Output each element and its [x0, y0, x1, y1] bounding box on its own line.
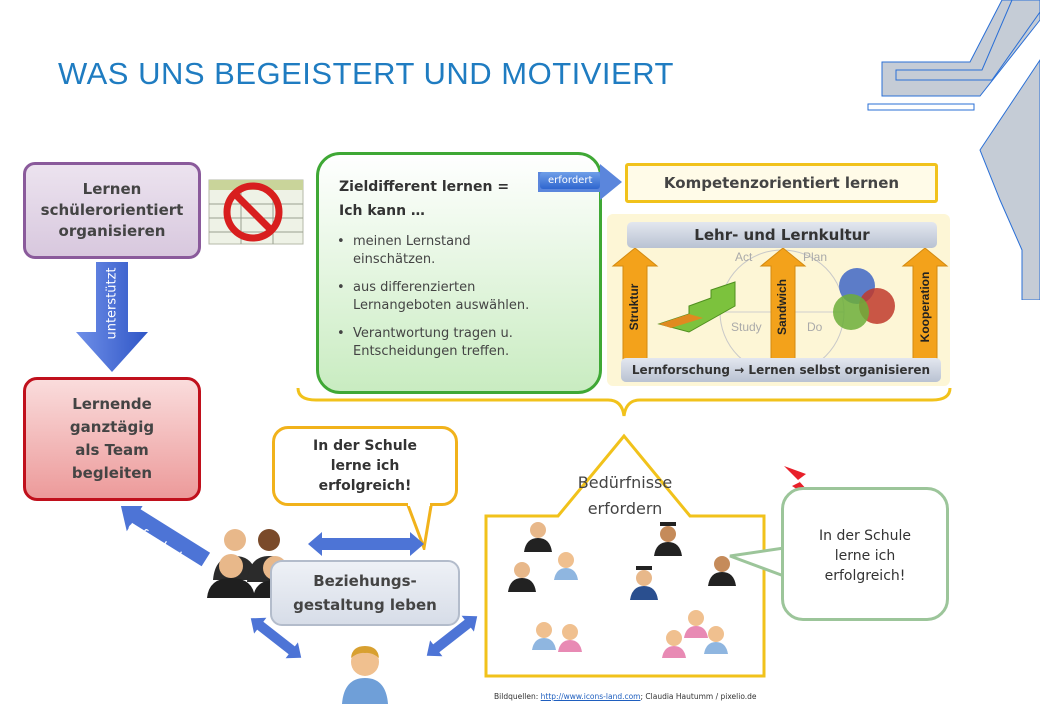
line: Lernen: [82, 180, 142, 198]
line: erfolgreich!: [824, 568, 906, 584]
page-title: WAS UNS BEGEISTERT UND MOTIVIERT: [58, 56, 674, 91]
cycle-plan: Plan: [803, 250, 828, 264]
pillar-sandwich: Sandwich: [775, 279, 789, 336]
box-lernen-schuelerorientiert: Lernen schülerorientiert organisieren: [23, 162, 201, 259]
line: als Team: [75, 441, 149, 459]
house-label: Bedürfnisse erfordern: [560, 470, 690, 522]
double-arrow-horizontal: [308, 532, 424, 556]
line: lerne ich: [330, 458, 400, 474]
line: gestaltung leben: [293, 596, 437, 614]
lernforschung-bar: Lernforschung → Lernen selbst organisier…: [621, 358, 941, 382]
caption-link[interactable]: http://www.icons-land.com: [540, 692, 641, 701]
logo-icon: [867, 0, 1040, 300]
bubble-yellow-tail: [404, 500, 434, 550]
box-beziehungsgestaltung: Beziehungs- gestaltung leben: [270, 560, 460, 626]
double-arrow-left-diagonal: [250, 617, 302, 659]
line: In der Schule: [819, 528, 911, 544]
no-sign-icon: [208, 179, 304, 245]
line: erfordern: [587, 499, 663, 518]
label-unterstuetzt: unterstützt: [104, 267, 120, 340]
line: lerne ich: [834, 548, 896, 564]
label-erfordert-top: erfordert: [540, 172, 601, 189]
house-outline: [484, 433, 766, 678]
box-kompetenzorientiert: Kompetenzorientiert lernen: [625, 163, 938, 203]
zieldifferent-heading: Zieldifferent lernen = Ich kann …: [339, 175, 509, 223]
line: organisieren: [58, 222, 166, 240]
user-icon: [342, 646, 388, 704]
line: begleiten: [71, 464, 153, 482]
caption-prefix: Bildquellen:: [494, 692, 541, 701]
line: ganztägig: [69, 418, 155, 436]
line: Zieldifferent lernen =: [339, 179, 510, 195]
lernkultur-title-bar: Lehr- und Lernkultur: [627, 222, 937, 248]
pillar-struktur: Struktur: [627, 283, 641, 331]
image-credits: Bildquellen: http://www.icons-land.com; …: [494, 692, 757, 701]
arrow-unterstuetzt: [76, 262, 148, 372]
bubble-green: In der Schule lerne ich erfolgreich!: [781, 487, 949, 621]
double-arrow-right-diagonal: [426, 615, 478, 657]
line: Lernende: [72, 395, 152, 413]
lernkultur-graphic: [611, 247, 949, 375]
pillar-kooperation: Kooperation: [918, 271, 932, 343]
line: Beziehungs-: [313, 572, 417, 590]
line: schülerorientiert: [40, 201, 184, 219]
line: erfolgreich!: [318, 478, 412, 494]
bubble-yellow: In der Schule lerne ich erfolgreich!: [272, 426, 458, 506]
cycle-study: Study: [731, 320, 762, 334]
caption-suffix: ; Claudia Hautumm / pixelio.de: [640, 692, 757, 701]
lernforschung-text: Lernforschung → Lernen selbst organisier…: [631, 363, 931, 377]
line: In der Schule: [313, 438, 417, 454]
box-lernende-team: Lernende ganztägig als Team begleiten: [23, 377, 201, 501]
zieldifferent-list: meinen Lernstand einschätzen. aus differ…: [337, 233, 593, 371]
person-1: [524, 522, 552, 552]
cycle-act: Act: [735, 250, 753, 264]
cycle-do: Do: [807, 320, 823, 334]
list-item: Verantwortung tragen u. Entscheidungen t…: [337, 325, 563, 361]
bubble-yellow-tail-cover: [408, 500, 430, 506]
box-zieldifferent: Zieldifferent lernen = Ich kann … meinen…: [316, 152, 602, 394]
bubble-green-tail: [729, 546, 785, 578]
list-item: aus differenzierten Lernangeboten auswäh…: [337, 279, 573, 315]
people-group-icon: [508, 522, 736, 658]
line: Ich kann …: [339, 203, 425, 219]
lernkultur-title: Lehr- und Lernkultur: [694, 226, 870, 244]
lernkultur-diagram: Lehr- und Lernkultur Act Plan Study Do S…: [607, 214, 950, 386]
arrow-erfordert-diagonal: [120, 506, 211, 567]
line: Bedürfnisse: [577, 473, 673, 492]
curly-brace: [296, 387, 952, 417]
list-item: meinen Lernstand einschätzen.: [337, 233, 523, 269]
